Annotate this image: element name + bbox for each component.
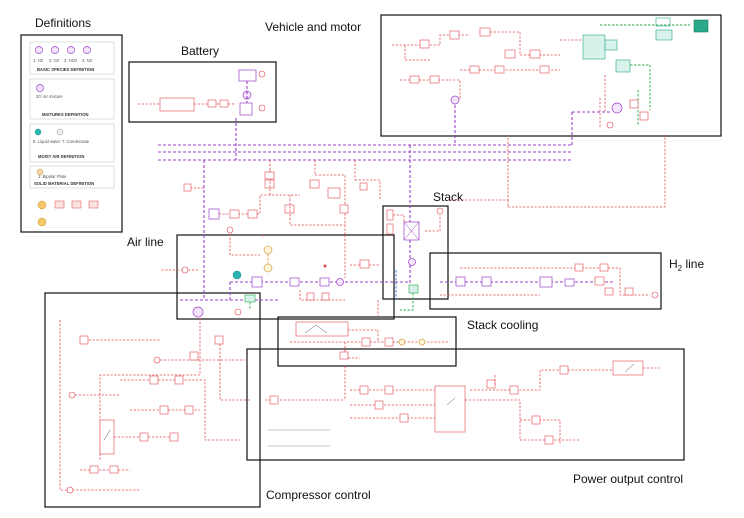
h2-line-label: H2 line [669, 257, 704, 273]
legend-gas-item-1: 1: H2 [33, 58, 44, 63]
legend-moist-title: MOIST AIR DEFINITION [38, 154, 84, 159]
legend-extra-icons [37, 200, 99, 227]
power-output-label: Power output control [573, 472, 683, 486]
legend-solid-item: 1: Bipolar Plate [38, 174, 67, 179]
air-line-box [176, 234, 395, 320]
region-connectors [262, 160, 379, 317]
legend-moist-item-1: 8: Liquid water [33, 139, 61, 144]
mid-control-circuit [160, 170, 381, 274]
legend-moist-item-2: 7: Condensate [62, 139, 90, 144]
air-line-label: Air line [127, 235, 164, 249]
air-line-circuit [192, 235, 410, 318]
legend-moist-group: 8: Liquid water 7: Condensate MOIST AIR … [29, 123, 115, 163]
vehicle-motor-box [380, 14, 722, 137]
legend-gas-group: 1: H2 2: O2 3: H2O 4: N2 BASIC SPECIES D… [29, 41, 115, 75]
h2-line-label-main: H [669, 257, 678, 271]
compressor-control-circuit [59, 318, 250, 494]
battery-label: Battery [181, 44, 219, 58]
legend-gas-item-4: 4: N2 [82, 58, 93, 63]
definitions-label: Definitions [35, 16, 91, 30]
definitions-box [20, 34, 123, 233]
legend-gas-title: BASIC SPECIES DEFINITION [37, 67, 94, 72]
legend-mixture-item: 20: Air mixture [36, 94, 63, 99]
electric-bus [158, 100, 573, 301]
stack-label: Stack [433, 190, 464, 204]
vehicle-motor-label: Vehicle and motor [265, 20, 361, 34]
vehicle-motor-circuit [392, 17, 709, 129]
compressor-control-label: Compressor control [266, 488, 371, 502]
h2-line-circuit [440, 263, 659, 299]
h2-line-box [429, 252, 662, 310]
legend-gas-item-2: 2: O2 [49, 58, 60, 63]
legend-mixture-group: 20: Air mixture MIXTURES DEFINITION [29, 78, 115, 120]
stack-cooling-box [277, 316, 457, 367]
h2-line-label-sub: 2 [678, 264, 683, 273]
legend-solid-title: SOLID MATERIAL DEFINITION [34, 181, 94, 186]
power-output-box [246, 348, 685, 461]
long-signal-lines [450, 135, 666, 208]
legend-solid-group: 1: Bipolar Plate SOLID MATERIAL DEFINITI… [29, 165, 115, 189]
legend-gas-item-3: 3: H2O [64, 58, 78, 63]
stack-cooling-circuit [290, 321, 450, 360]
power-output-circuit [265, 360, 660, 447]
compressor-control-box [44, 292, 261, 508]
battery-box [128, 61, 277, 123]
h2-line-label-tail: line [682, 257, 704, 271]
stack-circuit [386, 207, 444, 311]
battery-circuit [138, 69, 266, 116]
legend-mixture-title: MIXTURES DEFINITION [42, 112, 89, 117]
stack-cooling-label: Stack cooling [467, 318, 538, 332]
